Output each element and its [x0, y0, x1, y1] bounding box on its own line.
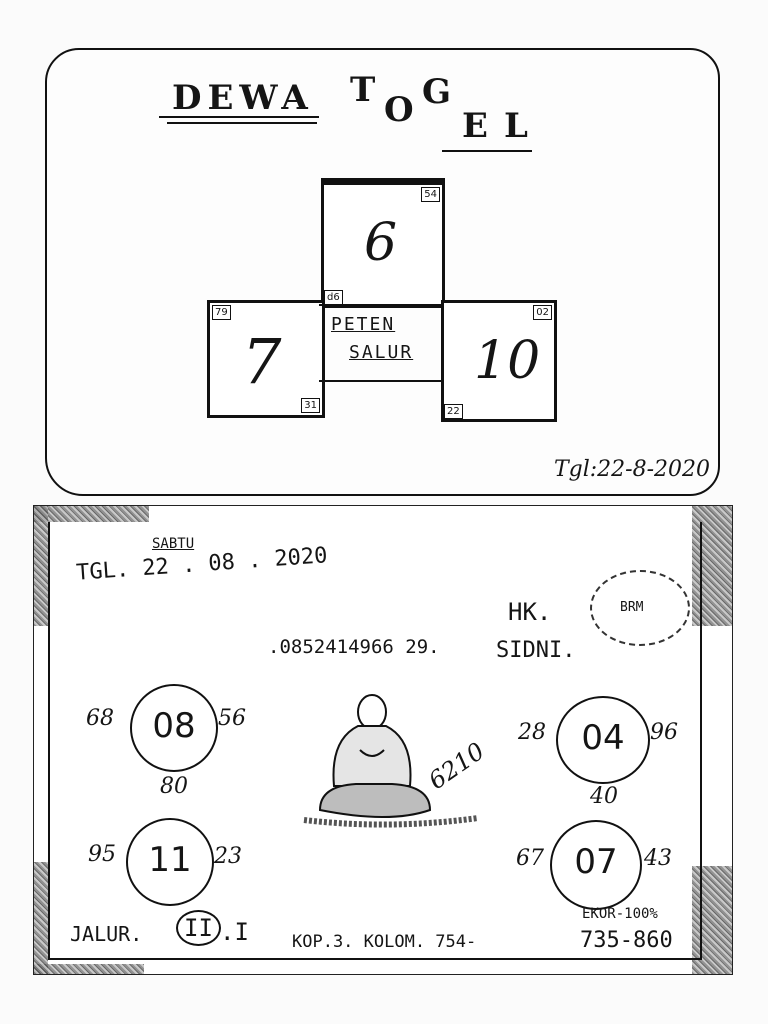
texture-top-left: [34, 506, 149, 522]
center-label-line1: PETEN: [331, 314, 396, 335]
bottom-right-numbers: 735-860: [580, 928, 673, 953]
circle-top-right: 04: [556, 696, 650, 784]
box-top-corner-bl: d6: [324, 290, 343, 305]
date-label: Tgl:22-8-2020: [553, 457, 710, 482]
side-number: 43: [644, 846, 672, 871]
stamp-text: BRM: [620, 600, 644, 615]
box-left-corner-br: 31: [301, 398, 320, 413]
side-number: 67: [516, 846, 544, 871]
side-number: 23: [214, 844, 242, 869]
market-hk: HK.: [508, 598, 552, 626]
title-underline: [159, 116, 319, 118]
ekor-line: EKOR-100%: [582, 906, 658, 922]
inner-border: [48, 522, 702, 960]
phone-line: .0852414966 29.: [268, 636, 440, 658]
box-right: 10 02 22: [441, 300, 557, 422]
center-label-line2: SALUR: [349, 342, 414, 363]
title-letter-t: T: [350, 70, 382, 110]
side-number: 96: [650, 720, 678, 745]
circle-number: 11: [148, 840, 192, 880]
texture-left-top: [34, 506, 48, 626]
top-card: DEWA T O G E L 6 54 d6 7 79 31 PETEN SAL…: [45, 48, 720, 496]
texture-left-bottom: [34, 862, 48, 974]
market-sidni: SIDNI.: [496, 638, 576, 663]
monk-illustration: [303, 694, 479, 828]
jalur-label: JALUR.: [70, 922, 143, 946]
box-right-corner-tr: 02: [533, 305, 552, 320]
title-letter-e: E: [462, 106, 494, 146]
side-number: 95: [88, 842, 116, 867]
jalur-suffix: .I: [220, 918, 249, 946]
circle-bottom-left: 11: [126, 818, 214, 906]
jalur-circled: II: [176, 910, 221, 946]
texture-right-top: [692, 506, 732, 626]
box-top-number: 6: [364, 213, 398, 273]
side-number: 80: [160, 774, 188, 799]
title-letter-o: O: [384, 90, 420, 130]
side-number: 40: [590, 784, 618, 809]
title-word-dewa: DEWA: [172, 78, 314, 118]
title-underline: [167, 122, 317, 124]
side-number: 56: [218, 706, 246, 731]
box-left-corner-tl: 79: [212, 305, 231, 320]
center-label: PETEN SALUR: [319, 304, 443, 382]
box-right-corner-bl: 22: [444, 404, 463, 419]
day-label: SABTU: [152, 536, 195, 552]
postmark-stamp: BRM: [590, 570, 690, 646]
title-letter-l: L: [504, 106, 534, 146]
side-number: 28: [518, 720, 546, 745]
texture-right-bottom: [692, 866, 732, 974]
box-right-number: 10: [474, 331, 541, 391]
circle-number: 08: [152, 706, 196, 746]
circle-bottom-right: 07: [550, 820, 642, 910]
circle-number: 07: [574, 842, 618, 882]
bottom-card: SABTU TGL. 22 . 08 . 2020 HK. .085241496…: [33, 505, 733, 975]
kop-line: KOP.3. KOLOM. 754-: [292, 932, 477, 952]
title-underline: [442, 150, 532, 152]
box-top: 6 54 d6: [321, 178, 445, 308]
box-left-number: 7: [242, 325, 282, 398]
box-top-corner-tr: 54: [421, 187, 440, 202]
title-letter-g: G: [422, 72, 458, 112]
texture-bottom-left: [34, 964, 144, 974]
circle-top-left: 08: [130, 684, 218, 772]
side-number: 68: [86, 706, 114, 731]
circle-number: 04: [581, 718, 625, 758]
box-left: 7 79 31: [207, 300, 325, 418]
